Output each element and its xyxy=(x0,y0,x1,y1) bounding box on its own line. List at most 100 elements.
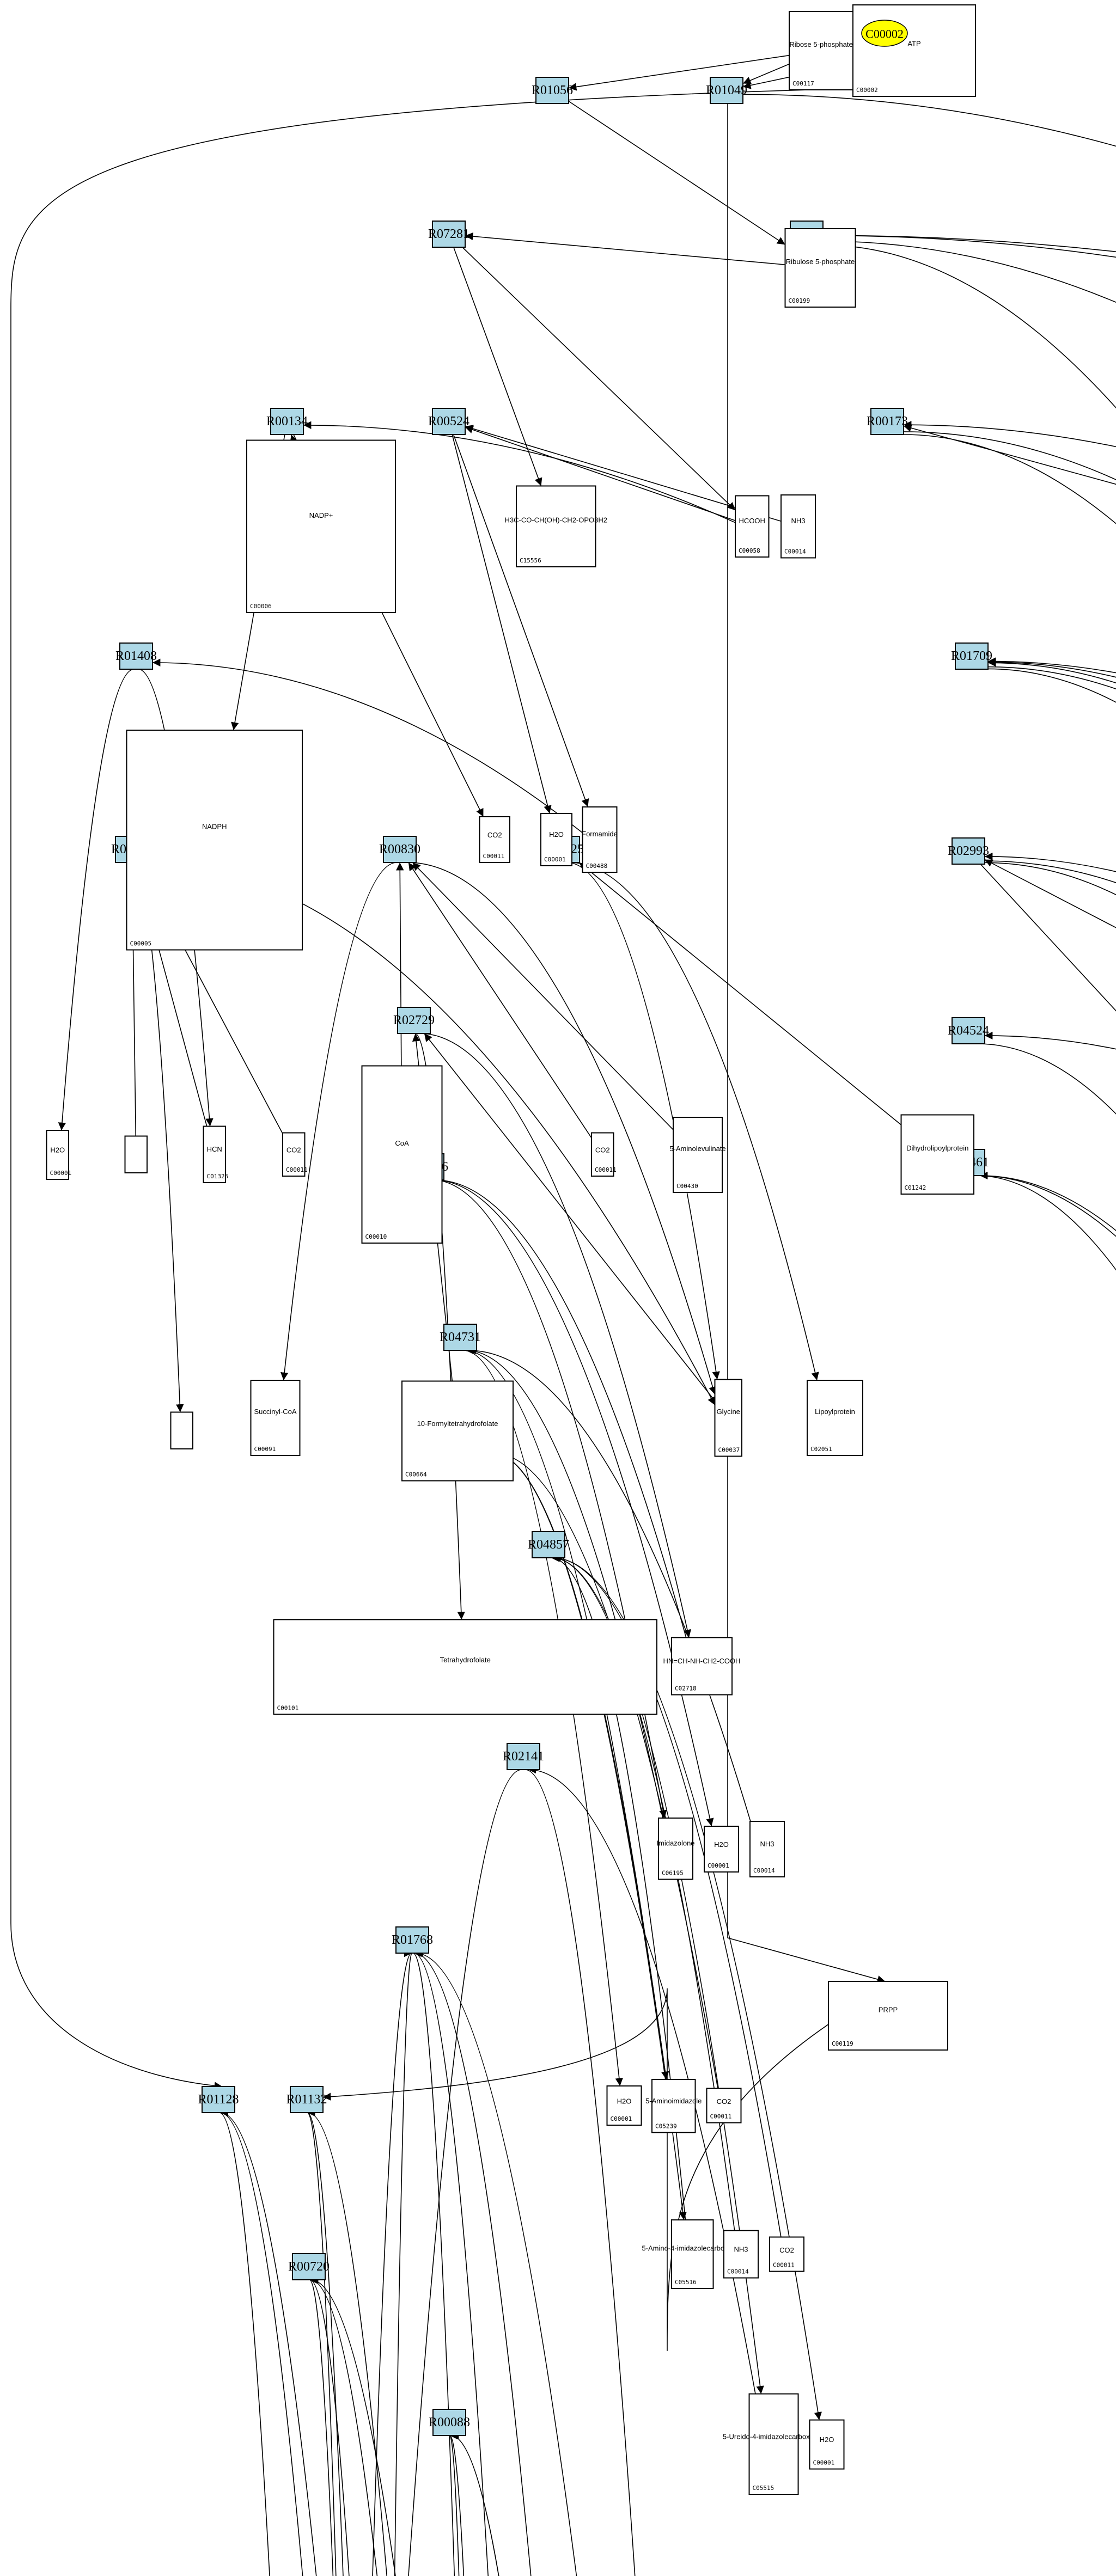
reaction-box[interactable] xyxy=(202,2086,235,2113)
highlight-ellipse[interactable] xyxy=(861,20,908,47)
reaction-node-r02993[interactable]: R02993 xyxy=(948,837,989,865)
compound-box[interactable] xyxy=(246,439,396,613)
reaction-box[interactable] xyxy=(397,1007,431,1034)
compound-box[interactable] xyxy=(170,1411,193,1449)
compound-box[interactable] xyxy=(651,2079,696,2133)
reaction-node-r01408[interactable]: R01408 xyxy=(115,643,157,670)
compound-box[interactable] xyxy=(769,2236,804,2272)
compound-box[interactable] xyxy=(540,813,572,866)
compound-box[interactable] xyxy=(361,1065,443,1244)
compound-box[interactable] xyxy=(46,1130,69,1180)
reaction-box[interactable] xyxy=(432,408,466,435)
compound-box[interactable] xyxy=(789,11,853,90)
reaction-box[interactable] xyxy=(952,837,985,865)
reaction-box[interactable] xyxy=(507,1743,540,1770)
compound-box[interactable] xyxy=(706,2088,742,2124)
compound-box[interactable] xyxy=(273,1619,657,1715)
compound-box[interactable] xyxy=(671,2219,714,2289)
compound-box[interactable] xyxy=(658,1818,693,1880)
reaction-node-r00173[interactable]: R00173 xyxy=(867,408,908,435)
reaction-box[interactable] xyxy=(292,2253,326,2280)
compound-box[interactable] xyxy=(828,1981,948,2051)
reaction-box[interactable] xyxy=(532,1531,565,1558)
compound-node-unlabeled[interactable] xyxy=(124,1135,148,1173)
reaction-box[interactable] xyxy=(710,77,743,104)
compound-box[interactable] xyxy=(749,1821,785,1877)
reaction-box[interactable] xyxy=(383,836,417,863)
reaction-node-r00134[interactable]: R00134 xyxy=(266,408,308,435)
reaction-node-r00524[interactable]: R00524 xyxy=(428,408,469,435)
reaction-box[interactable] xyxy=(432,221,466,248)
reaction-node-r04524[interactable]: R04524 xyxy=(948,1017,989,1044)
reaction-node-r07281[interactable]: R07281 xyxy=(428,221,469,248)
compound-box[interactable] xyxy=(479,816,510,863)
reaction-box[interactable] xyxy=(443,1324,477,1351)
compound-box[interactable] xyxy=(250,1380,301,1456)
compound-node-unlabeled[interactable] xyxy=(170,1411,193,1449)
reaction-box[interactable] xyxy=(270,408,304,435)
reaction-box[interactable] xyxy=(870,408,904,435)
compound-box[interactable] xyxy=(900,1114,974,1195)
reaction-box[interactable] xyxy=(395,1926,429,1954)
reaction-node-r01049[interactable]: R01049 xyxy=(706,77,747,104)
compound-box[interactable] xyxy=(582,806,618,873)
reaction-node-r00720[interactable]: R00720 xyxy=(288,2253,330,2280)
reaction-box[interactable] xyxy=(119,643,153,670)
reaction-node-r01056[interactable]: R01056 xyxy=(532,77,573,104)
compound-box[interactable] xyxy=(282,1132,306,1177)
highlight-compound[interactable]: C00002 xyxy=(861,20,908,47)
compound-box[interactable] xyxy=(735,495,770,558)
reaction-node-r00088[interactable]: R00088 xyxy=(429,2409,470,2436)
compound-box[interactable] xyxy=(714,1379,742,1457)
compound-box[interactable] xyxy=(704,1826,739,1873)
compound-box[interactable] xyxy=(591,1132,614,1177)
compound-box[interactable] xyxy=(401,1380,514,1482)
reaction-node-r04857[interactable]: R04857 xyxy=(528,1531,569,1558)
compound-box[interactable] xyxy=(126,730,303,951)
reaction-node-r01709[interactable]: R01709 xyxy=(951,643,992,670)
reaction-node-r02729[interactable]: R02729 xyxy=(393,1007,435,1034)
reaction-box[interactable] xyxy=(535,77,569,104)
compound-box[interactable] xyxy=(673,1117,723,1193)
reaction-box[interactable] xyxy=(432,2409,466,2436)
compound-box[interactable] xyxy=(809,2419,845,2470)
reaction-node-r01128[interactable]: R01128 xyxy=(198,2086,239,2113)
reaction-node-r00830[interactable]: R00830 xyxy=(379,836,420,863)
compound-box[interactable] xyxy=(723,2230,759,2279)
reaction-node-r04731[interactable]: R04731 xyxy=(440,1324,481,1351)
compound-box[interactable] xyxy=(606,2085,642,2126)
compound-box[interactable] xyxy=(852,4,976,97)
compound-box[interactable] xyxy=(748,2393,799,2495)
